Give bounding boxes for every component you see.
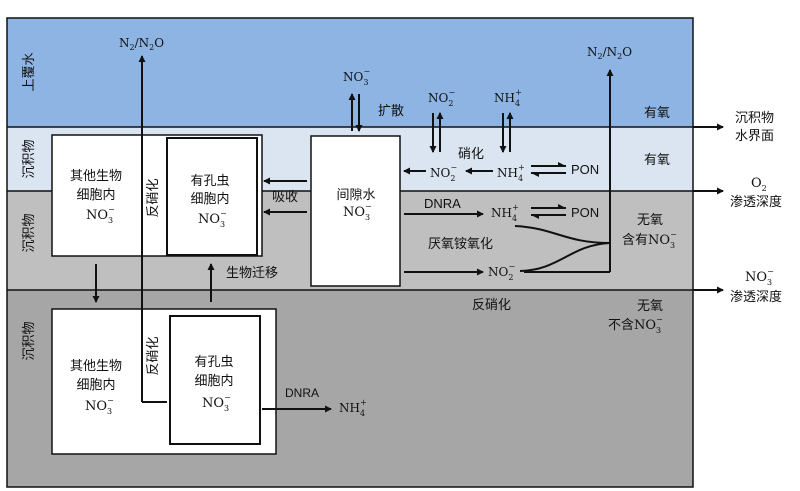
other-cells-top-line1: 其他生物 — [70, 169, 122, 184]
zone-anoxic-with-no3: 无氧 — [637, 213, 663, 228]
foram-cells-bottom-line2: 细胞内 — [194, 373, 233, 389]
layer-label-sediment-3: 沉积物 — [22, 321, 37, 360]
anammox-label: 厌氧铵氧化 — [428, 237, 493, 252]
layer-label-sediment-1: 沉积物 — [22, 139, 37, 178]
label-o2-depth-2: 渗透深度 — [730, 194, 782, 210]
other-cells-bottom-species: NO3− — [85, 396, 114, 416]
foram-cells-top-species: NO3− — [198, 209, 227, 229]
label-o2-depth-species: O2 — [751, 176, 767, 193]
layer-label-sediment-2: 沉积物 — [22, 213, 37, 252]
zone-anoxic-with-no3-line2: 含有NO3− — [622, 230, 677, 250]
foram-cells-box-top — [166, 137, 258, 256]
no2-anoxic: NO2− — [488, 262, 515, 282]
dnra-label-top: DNRA — [424, 196, 461, 211]
foram-cells-top-line2: 细胞内 — [190, 191, 229, 207]
label-sediment-water-interface-2: 水界面 — [735, 129, 774, 144]
other-cells-top-line2: 细胞内 — [76, 187, 115, 203]
nh4-water: NH4+ — [494, 88, 522, 108]
n2-n2o-left: N2/N2O — [119, 36, 164, 52]
pore-water-label: 间隙水 — [336, 188, 375, 203]
foram-cells-top-line1: 有孔虫 — [190, 174, 229, 189]
zone-oxic-water: 有氧 — [644, 106, 670, 121]
nh4-bottom: NH4+ — [339, 398, 367, 418]
pore-water-box — [310, 135, 401, 287]
nitrification-label: 硝化 — [458, 147, 484, 162]
other-cells-bottom-line2: 细胞内 — [76, 377, 115, 393]
no3-water: NO3− — [343, 67, 370, 87]
denitrification-label-mid: 反硝化 — [472, 298, 511, 313]
n2-n2o-right: N2/N2O — [587, 45, 632, 61]
diffusion-label: 扩散 — [378, 104, 404, 119]
pon-oxic: PON — [571, 162, 599, 177]
pon-anoxic: PON — [571, 205, 599, 220]
no2-oxic: NO2− — [430, 163, 457, 183]
denitrification-label-bottom: 反硝化 — [146, 336, 161, 375]
other-cells-bottom-line1: 其他生物 — [70, 359, 122, 374]
no2-water: NO2− — [428, 88, 455, 108]
denitrification-label-top: 反硝化 — [146, 178, 161, 217]
zone-anoxic-no-no3-line2: 不含NO3− — [608, 315, 663, 335]
nh4-anoxic: NH4+ — [491, 203, 519, 223]
dnra-label-bottom: DNRA — [285, 386, 319, 400]
overlying-water-layer — [7, 18, 693, 127]
biological-migration-label: 生物迁移 — [226, 266, 278, 281]
layer-label-water: 上覆水 — [22, 52, 37, 91]
absorption-label: 吸收 — [272, 190, 298, 205]
label-no3-depth-2: 渗透深度 — [730, 289, 782, 305]
label-sediment-water-interface-1: 沉积物 — [735, 111, 774, 126]
foram-cells-box-bottom — [169, 315, 261, 445]
label-no3-depth-species: NO3− — [745, 267, 774, 287]
zone-oxic-sediment: 有氧 — [644, 153, 670, 168]
foram-cells-bottom-species: NO3− — [202, 393, 231, 413]
nh4-oxic: NH4+ — [497, 163, 525, 183]
diagram-frame — [6, 17, 694, 488]
zone-anoxic-no-no3: 无氧 — [637, 299, 663, 314]
pore-water-species: NO3− — [343, 202, 372, 222]
foram-cells-bottom-line1: 有孔虫 — [194, 355, 233, 370]
other-cells-top-species: NO3− — [86, 205, 115, 225]
